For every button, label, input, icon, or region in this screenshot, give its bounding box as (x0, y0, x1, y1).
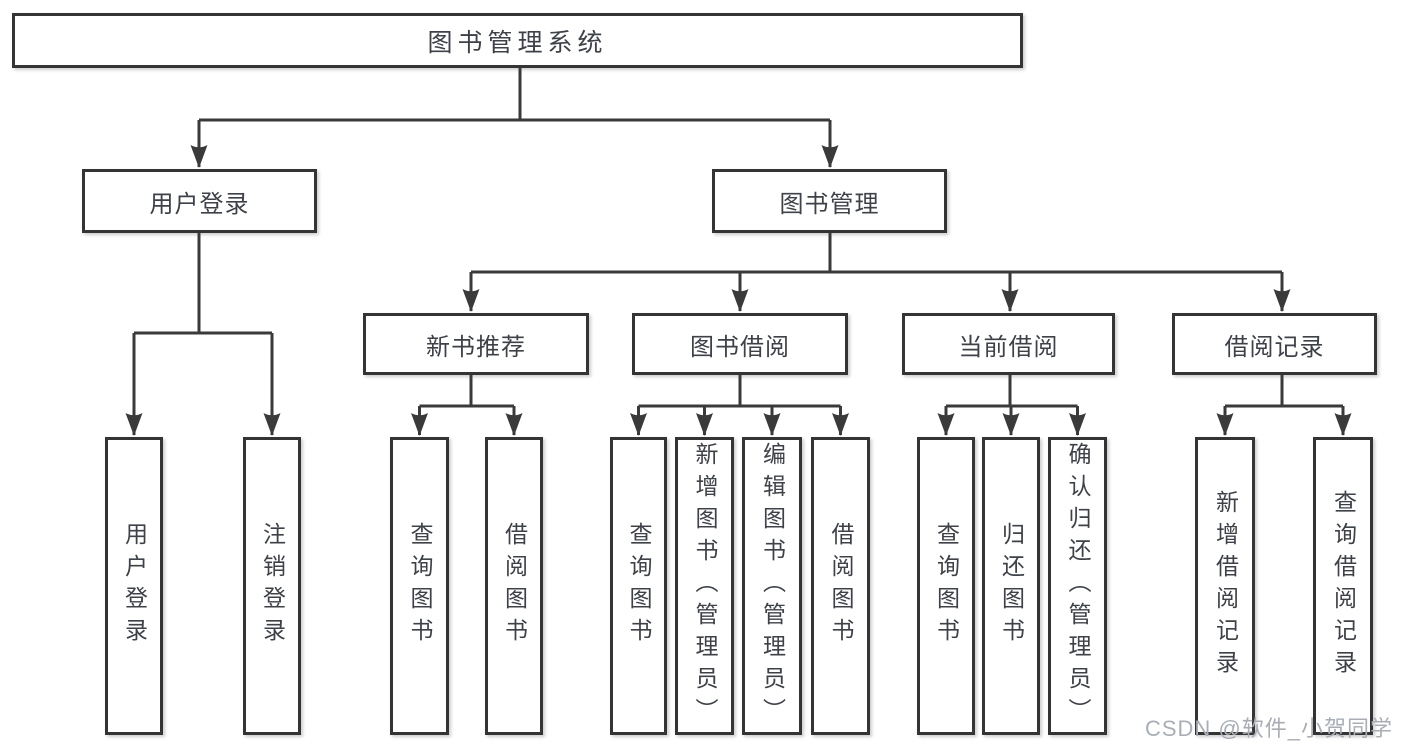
leaf-return-books: 归还图书 (982, 437, 1040, 735)
leaf-query-books-borrow: 查询图书 (610, 437, 667, 735)
connector-user-login-to-leaves (132, 233, 274, 435)
node-new-book-recommend: 新书推荐 (363, 313, 589, 375)
csdn-watermark: CSDN @软件_小贺同学 (1144, 716, 1393, 741)
leaf-user-login: 用户登录 (105, 437, 163, 735)
leaf-borrow-books: 借阅图书 (811, 437, 870, 735)
leaf-logout: 注销登录 (243, 437, 301, 735)
leaf-add-borrow-record: 新增借阅记录 (1195, 437, 1255, 735)
node-user-login: 用户登录 (82, 169, 317, 233)
connector-new-book-to-leaves (418, 374, 516, 435)
node-book-management: 图书管理 (712, 169, 947, 233)
node-library-system: 图书管理系统 (12, 13, 1023, 68)
node-book-borrowing: 图书借阅 (632, 313, 848, 375)
leaf-add-book-admin: 新增图书（管理员） (675, 437, 734, 735)
leaf-query-borrow-record: 查询借阅记录 (1313, 437, 1373, 735)
connector-book-borrow-to-leaves (637, 374, 842, 435)
leaf-borrow-books-recommend: 借阅图书 (485, 437, 543, 735)
leaf-edit-book-admin: 编辑图书（管理员） (742, 437, 802, 735)
connector-root-to-level2 (197, 66, 832, 167)
connector-borrow-records-to-leaves (1223, 374, 1345, 435)
connector-book-mgmt-to-level3 (469, 232, 1284, 311)
leaf-query-books-current: 查询图书 (917, 437, 975, 735)
leaf-confirm-return-admin: 确认归还（管理员） (1048, 437, 1107, 735)
node-borrow-records: 借阅记录 (1172, 313, 1377, 375)
node-current-borrowing: 当前借阅 (902, 313, 1115, 375)
leaf-query-books-recommend: 查询图书 (390, 437, 449, 735)
